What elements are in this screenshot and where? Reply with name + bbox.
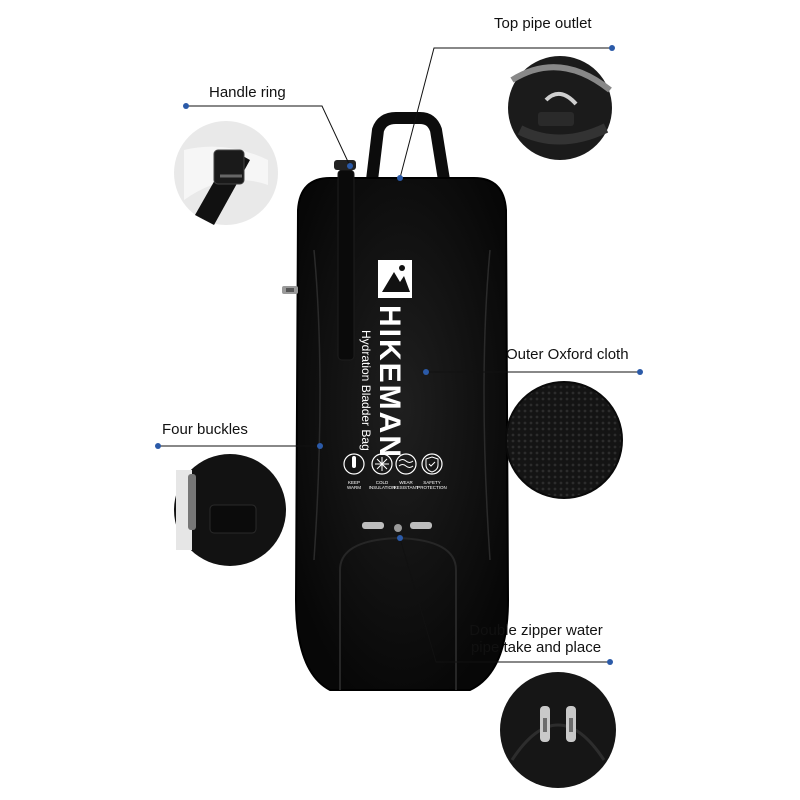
top-pipe-outlet-detail xyxy=(508,56,612,160)
label-outer-oxford-cloth: Outer Oxford cloth xyxy=(506,346,629,363)
label-double-zipper: Double zipper water pipe take and place xyxy=(462,622,610,656)
double-zipper-icon xyxy=(362,522,432,532)
shield-check-icon xyxy=(421,453,443,475)
brand-subtitle: Hydration Bladder Bag xyxy=(359,330,373,451)
feature-label: RESISTANT xyxy=(394,485,419,490)
label-handle-ring: Handle ring xyxy=(209,84,286,101)
four-buckles-detail xyxy=(174,454,286,566)
zipper-pull-icon xyxy=(540,706,550,742)
brand-logo xyxy=(378,260,412,298)
label-double-zipper-line2: pipe take and place xyxy=(470,639,602,656)
handle-ring-detail xyxy=(174,121,278,225)
oxford-cloth-detail xyxy=(505,381,623,499)
zipper-pull-icon xyxy=(566,706,576,742)
carry-handle xyxy=(366,112,450,186)
label-four-buckles: Four buckles xyxy=(162,421,248,438)
feature-label: INSULATION xyxy=(369,485,396,490)
double-zipper-detail xyxy=(500,672,616,788)
feature-label: PROTECTION xyxy=(417,485,447,490)
label-double-zipper-line1: Double zipper water xyxy=(469,622,603,639)
side-zipper-icon xyxy=(282,286,298,294)
feature-row: KEEP WARM COLD INSULATION WEAR RESISTANT… xyxy=(343,453,447,490)
thermometer-icon xyxy=(343,453,365,475)
feature-label: SAFETY xyxy=(423,480,441,485)
label-top-pipe-outlet: Top pipe outlet xyxy=(494,15,592,32)
feature-label: WARM xyxy=(347,485,361,490)
feature-label: KEEP xyxy=(348,480,360,485)
feature-label: COLD xyxy=(376,480,389,485)
hydration-bag: HIKEMAN Hydration Bladder Bag KEEP WARM … xyxy=(282,112,510,691)
snowflake-icon xyxy=(371,453,393,475)
water-waves-icon xyxy=(395,453,417,475)
brand-name: HIKEMAN xyxy=(373,305,406,459)
feature-label: WEAR xyxy=(399,480,413,485)
